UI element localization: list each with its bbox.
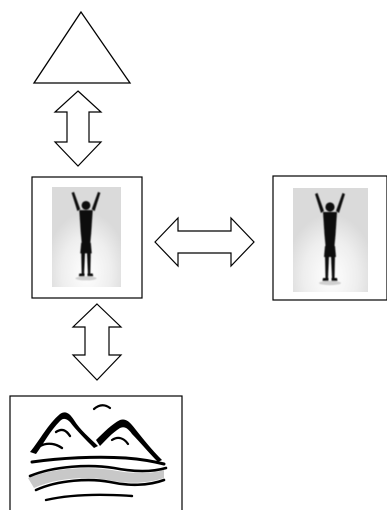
landscape-clipart xyxy=(28,404,168,502)
mountain-left xyxy=(30,412,98,454)
double-arrow-bottom xyxy=(71,303,123,381)
river xyxy=(28,468,164,488)
mountain-right xyxy=(96,419,162,462)
triangle-node xyxy=(32,10,132,84)
double-arrow-right xyxy=(154,216,255,268)
double-arrow-top xyxy=(53,90,103,167)
sun-arc xyxy=(92,404,112,411)
